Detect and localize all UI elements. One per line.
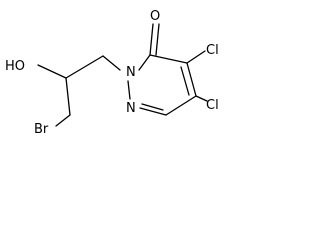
bond-c4-c3 [165,95,197,116]
atom-chlorine-lower-label: Cl [206,98,219,113]
atom-oxygen-label: O [150,9,160,24]
bond-n1-ch2 [102,55,121,71]
atom-labels: O N N Cl Cl HO Br [5,9,219,137]
bond-ch2br-br [55,114,71,127]
bond-c6-o-double [155,23,160,56]
bond-c6-c5 [149,54,188,64]
bond-ch2-choh [65,55,104,79]
bond-c5-c4-double [180,66,190,96]
bond-c3-n2 [139,107,167,116]
bond-choh-oh [37,64,67,79]
atom-hydroxyl-label: HO [5,59,25,74]
bond-c5-cl [186,50,206,64]
bond-n2-n1 [127,80,131,100]
bond-c4-cl [195,95,208,102]
atom-chlorine-upper-label: Cl [206,43,219,58]
bond-c5-c4 [186,62,197,97]
atom-bromine-label: Br [34,122,49,137]
chemical-structure-diagram: O N N Cl Cl HO Br [5,9,219,137]
bond-choh-ch2br [65,77,71,116]
atom-nitrogen-1-label: N [126,65,136,80]
bond-c6-o [149,23,154,56]
bonds [37,23,208,127]
bond-n1-c6 [138,54,151,71]
bond-c3-n2-double [141,103,164,111]
atom-nitrogen-2-label: N [126,101,136,116]
